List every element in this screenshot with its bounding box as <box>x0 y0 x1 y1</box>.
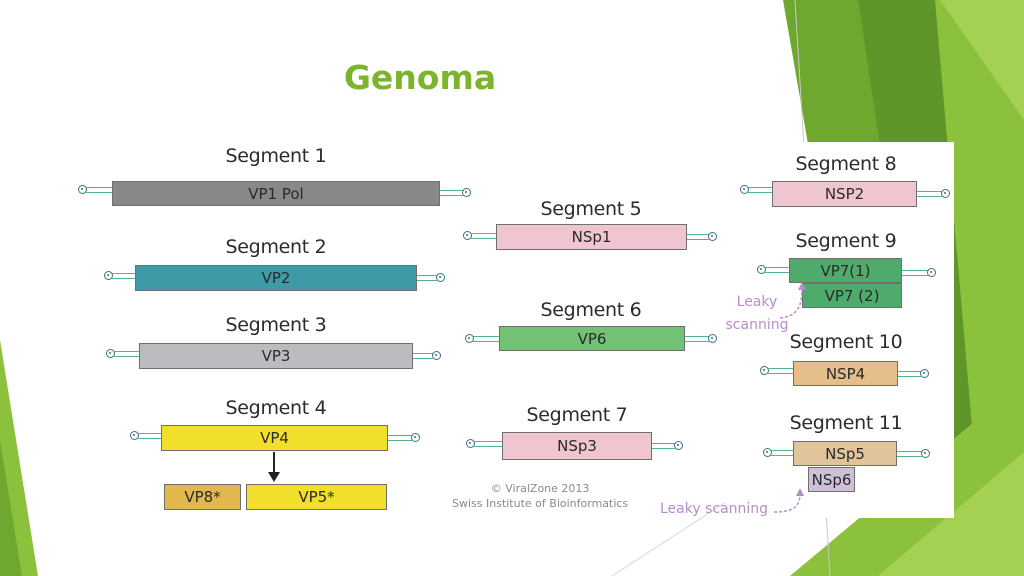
end-icon <box>432 351 441 360</box>
utr-line <box>413 353 433 359</box>
utr-line <box>388 435 412 441</box>
utr-line <box>114 351 140 357</box>
credit-line-1: © ViralZone 2013 <box>490 482 590 495</box>
leaky-arrow-icon <box>773 488 804 513</box>
deco-shape <box>940 0 1024 120</box>
segment-2-label: Segment 2 <box>225 236 327 258</box>
vp7-1-bar: VP7(1) <box>789 258 902 283</box>
utr-line <box>138 433 162 439</box>
utr-line <box>771 450 794 456</box>
segment-7-label: Segment 7 <box>526 404 628 426</box>
cap-icon <box>104 271 113 280</box>
segment-7-bar: NSp3 <box>502 432 652 460</box>
vp5-bar: VP5* <box>246 484 387 510</box>
segment-2-bar: VP2 <box>135 265 417 291</box>
cap-icon <box>130 431 139 440</box>
utr-line <box>112 273 136 279</box>
arrow-head-icon <box>268 472 280 482</box>
credit-line-2: Swiss Institute of Bioinformatics <box>452 497 629 510</box>
end-icon <box>411 433 420 442</box>
end-icon <box>920 369 929 378</box>
cap-icon <box>78 185 87 194</box>
end-icon <box>708 334 717 343</box>
utr-line <box>765 267 790 273</box>
utr-line <box>768 368 794 374</box>
leaky-scanning-note-2: Leaky scanning <box>660 501 769 517</box>
cap-icon <box>740 185 749 194</box>
utr-line <box>652 443 675 449</box>
segment-9-label: Segment 9 <box>795 230 897 252</box>
segment-10-label: Segment 10 <box>789 331 903 353</box>
segment-5-bar: NSp1 <box>496 224 687 250</box>
utr-line <box>902 270 928 276</box>
utr-line <box>473 336 500 342</box>
utr-line <box>897 451 922 457</box>
cap-icon <box>763 448 772 457</box>
cap-icon <box>760 366 769 375</box>
segment-5-label: Segment 5 <box>540 198 642 220</box>
cap-icon <box>106 349 115 358</box>
nsp5-bar: NSp5 <box>793 441 897 466</box>
utr-line <box>898 371 921 377</box>
credit: © ViralZone 2013 Swiss Institute of Bioi… <box>452 481 628 511</box>
end-icon <box>708 232 717 241</box>
segment-8-label: Segment 8 <box>795 153 897 175</box>
utr-line <box>440 190 463 196</box>
vp7-2-bar: VP7 (2) <box>802 283 902 308</box>
cap-icon <box>466 439 475 448</box>
utr-line <box>685 336 709 342</box>
utr-line <box>417 275 437 281</box>
end-icon <box>436 273 445 282</box>
end-icon <box>462 188 471 197</box>
nsp6-bar: NSp6 <box>808 467 855 492</box>
end-icon <box>927 268 936 277</box>
segment-6-label: Segment 6 <box>540 299 642 321</box>
cap-icon <box>465 334 474 343</box>
cap-icon <box>757 265 766 274</box>
segment-4-bar: VP4 <box>161 425 388 451</box>
utr-line <box>748 187 773 193</box>
segment-3-bar: VP3 <box>139 343 413 369</box>
vp8-bar: VP8* <box>164 484 241 510</box>
utr-line <box>474 441 503 447</box>
leaky-line-1: Leaky <box>736 294 778 310</box>
utr-line <box>917 191 942 197</box>
end-icon <box>941 189 950 198</box>
leaky-arrow-icon <box>779 282 806 319</box>
utr-line <box>687 234 709 240</box>
end-icon <box>921 449 930 458</box>
deco-shape <box>0 440 22 576</box>
cap-icon <box>463 231 472 240</box>
leaky-line-2: scanning <box>725 317 789 333</box>
leaky-scanning-note: Leaky scanning <box>722 293 792 334</box>
segment-1-bar: VP1 Pol <box>112 181 440 206</box>
segment-11-label: Segment 11 <box>789 412 903 434</box>
segment-8-bar: NSP2 <box>772 181 917 207</box>
page-title: Genoma <box>343 58 497 97</box>
utr-line <box>471 233 497 239</box>
cleavage-arrow <box>273 452 275 474</box>
utr-line <box>86 187 113 193</box>
end-icon <box>674 441 683 450</box>
segment-6-bar: VP6 <box>499 326 685 351</box>
segment-3-label: Segment 3 <box>225 314 327 336</box>
segment-1-label: Segment 1 <box>225 145 327 167</box>
segment-10-bar: NSP4 <box>793 361 898 386</box>
segment-4-label: Segment 4 <box>225 397 327 419</box>
